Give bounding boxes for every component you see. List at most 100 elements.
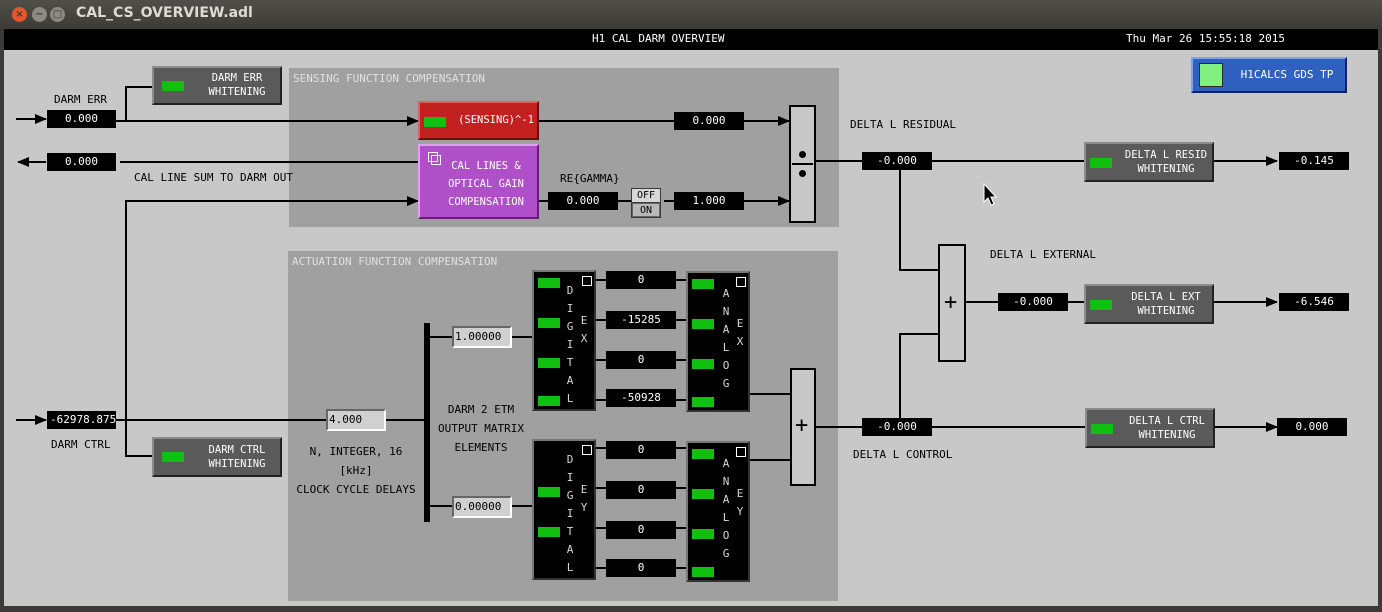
delta-l-ctrl-whitening-button[interactable]: DELTA L CTRL WHITENING [1085, 408, 1215, 448]
status-led [692, 279, 714, 289]
window-titlebar: × − □ CAL_CS_OVERVIEW.adl [0, 0, 1382, 29]
window-bottom-border [0, 606, 1382, 612]
status-led [162, 81, 184, 91]
darm-ctrl-label: DARM CTRL [51, 438, 111, 451]
ex-letter: X [736, 335, 744, 348]
re-gamma-readout: 0.000 [548, 192, 618, 210]
darm-ctrl-whitening-label: DARM CTRL WHITENING [208, 444, 266, 470]
minimize-window-button[interactable]: − [32, 7, 47, 22]
digital-letter: G [566, 320, 574, 333]
sensing-inverse-button[interactable]: (SENSING)^-1 [418, 101, 539, 140]
delta-l-resid-whitening-button[interactable]: DELTA L RESID WHITENING [1084, 142, 1214, 182]
related-display-icon [582, 445, 592, 455]
status-led [538, 278, 560, 288]
sensing-inverse-label: (SENSING)^-1 [458, 114, 534, 126]
status-led [538, 527, 560, 537]
digital-letter: T [566, 356, 574, 369]
delta-l-ctrl-whitening-label: DELTA L CTRL WHITENING [1129, 415, 1205, 441]
delta-l-ext-whitening-button[interactable]: DELTA L EXT WHITENING [1084, 284, 1214, 324]
darm-err-whitening-button[interactable]: DARM ERR WHITENING [152, 66, 282, 105]
gamma-readout: 1.000 [674, 192, 744, 210]
ex-letter: E [736, 317, 744, 330]
ex-value-readout: 0 [606, 351, 676, 369]
status-led [538, 318, 560, 328]
delta-l-ext-whitening-label: DELTA L EXT WHITENING [1131, 291, 1201, 317]
page-title: H1 CAL DARM OVERVIEW [592, 32, 725, 45]
analog-letter: L [722, 341, 730, 354]
status-led [692, 359, 714, 369]
matrix-label: DARM 2 ETM OUTPUT MATRIX ELEMENTS [437, 403, 525, 454]
actuation-panel-title: ACTUATION FUNCTION COMPENSATION [292, 255, 498, 268]
datetime-display: Thu Mar 26 15:55:18 2015 [1126, 32, 1285, 45]
matrix-y-input[interactable]: 0.00000 [452, 496, 512, 518]
analog-letter: L [722, 511, 730, 524]
status-led [1091, 424, 1113, 434]
gds-tp-label: H1CALCS GDS TP [1240, 68, 1334, 81]
re-gamma-label: RE{GAMMA} [560, 172, 620, 185]
delta-l-resid-whitening-label: DELTA L RESID WHITENING [1124, 149, 1208, 175]
related-display-icon [428, 152, 438, 162]
ex-value-readout: 0 [606, 271, 676, 289]
header-bar: H1 CAL DARM OVERVIEW Thu Mar 26 15:55:18… [4, 29, 1378, 50]
status-led [692, 529, 714, 539]
status-led [692, 319, 714, 329]
related-display-icon [582, 276, 592, 286]
analog-letter: A [722, 323, 730, 336]
status-led [1090, 300, 1112, 310]
digital-letter: L [566, 392, 574, 405]
delay-input[interactable]: 4.000 [326, 409, 386, 431]
close-window-button[interactable]: × [12, 7, 27, 22]
delta-l-ext-output-readout: -6.546 [1279, 293, 1349, 311]
darm-err-label: DARM ERR [54, 93, 107, 106]
ex-letter: E [580, 314, 588, 327]
cal-line-readout: 0.000 [47, 153, 116, 171]
window-title: CAL_CS_OVERVIEW.adl [76, 5, 253, 21]
gamma-toggle[interactable]: OFF ON [631, 188, 661, 218]
analog-letter: G [722, 377, 730, 390]
matrix-x-input[interactable]: 1.00000 [452, 326, 512, 348]
status-led [162, 452, 184, 462]
related-display-icon [736, 277, 746, 287]
related-display-icon-back [431, 155, 441, 165]
status-led [538, 396, 560, 406]
related-display-icon [736, 447, 746, 457]
maximize-window-button[interactable]: □ [50, 7, 65, 22]
cal-lines-gain-button[interactable]: CAL LINES & OPTICAL GAIN COMPENSATION [418, 144, 539, 219]
digital-letter: I [566, 302, 574, 315]
sensing-summing-node [789, 105, 816, 223]
digital-letter: A [566, 374, 574, 387]
ey-letter: Y [580, 501, 588, 514]
digital-letter: I [566, 471, 574, 484]
status-led [692, 449, 714, 459]
gamma-off-button[interactable]: OFF [632, 189, 660, 202]
ex-value-readout: -50928 [606, 389, 676, 407]
digital-letter: T [566, 525, 574, 538]
ex-value-readout: -15285 [606, 311, 676, 329]
ey-value-readout: 0 [606, 521, 676, 539]
digital-letter: I [566, 338, 574, 351]
divide-line [792, 163, 813, 165]
analog-letter: A [722, 493, 730, 506]
darm-err-readout: 0.000 [47, 110, 116, 128]
actuation-summing-node: + [790, 368, 816, 486]
ey-letter: E [736, 487, 744, 500]
analog-letter: O [722, 529, 730, 542]
analog-letter: G [722, 547, 730, 560]
delay-label: N, INTEGER, 16 [kHz] CLOCK CYCLE DELAYS [296, 445, 416, 496]
analog-letter: A [722, 457, 730, 470]
darm-ctrl-whitening-button[interactable]: DARM CTRL WHITENING [152, 437, 282, 477]
ey-letter: Y [736, 505, 744, 518]
analog-letter: N [722, 305, 730, 318]
ey-value-readout: 0 [606, 559, 676, 577]
ey-value-readout: 0 [606, 441, 676, 459]
digital-letter: D [566, 453, 574, 466]
delta-l-residual-label: DELTA L RESIDUAL [850, 118, 956, 131]
gds-tp-button[interactable]: H1CALCS GDS TP [1191, 57, 1347, 93]
gamma-on-button[interactable]: ON [632, 203, 660, 217]
sensing-panel-title: SENSING FUNCTION COMPENSATION [293, 72, 486, 85]
status-led [538, 487, 560, 497]
